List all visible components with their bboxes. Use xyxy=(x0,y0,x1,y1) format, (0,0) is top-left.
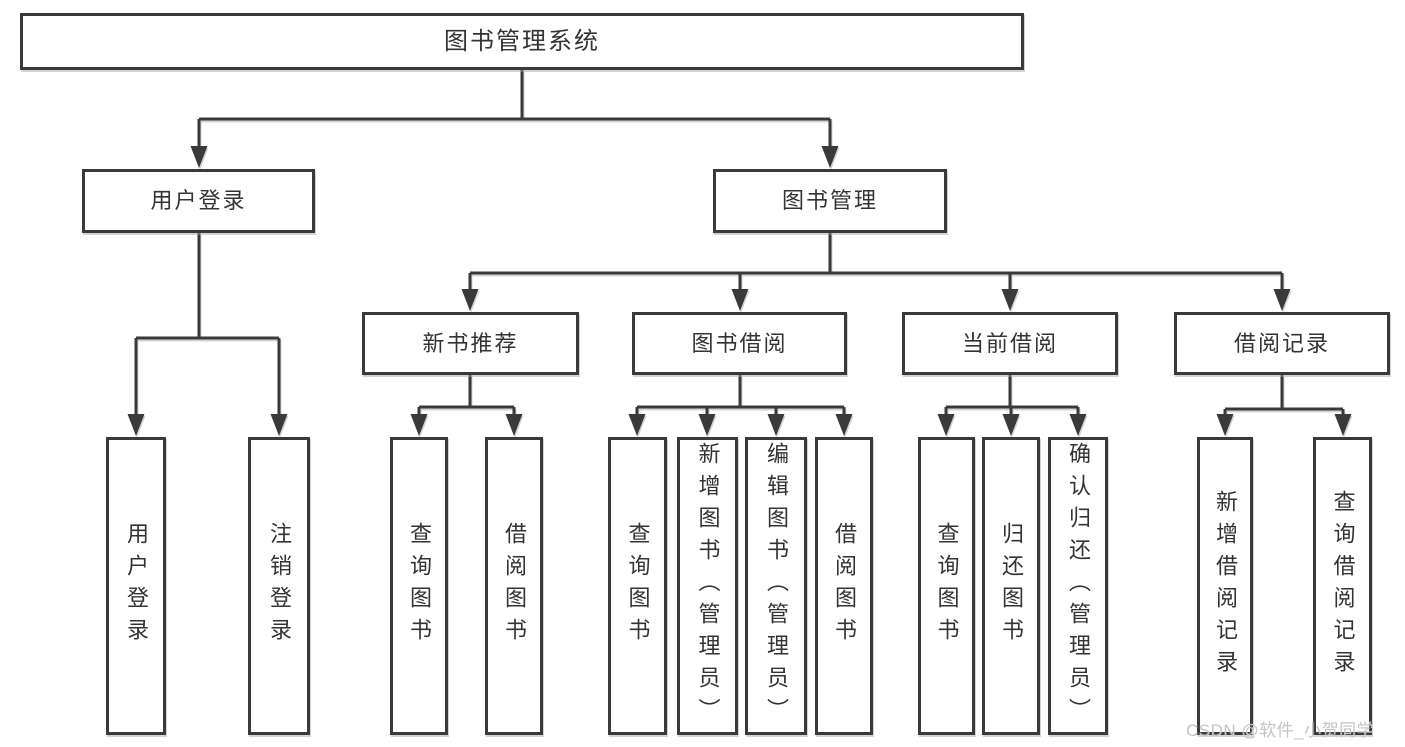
leaf-label: 确认归还（管理员） xyxy=(1066,442,1091,730)
leaf-query-books-1: 查询图书 xyxy=(390,437,448,735)
leaf-confirm-return-admin: 确认归还（管理员） xyxy=(1048,437,1108,735)
node-book-borrowing: 图书借阅 xyxy=(632,312,847,375)
leaf-add-borrow-record: 新增借阅记录 xyxy=(1197,437,1253,735)
leaf-label: 注销登录 xyxy=(267,522,292,650)
leaf-label: 借阅图书 xyxy=(502,522,527,650)
leaf-label: 新增借阅记录 xyxy=(1213,490,1238,682)
leaf-borrow-books-1: 借阅图书 xyxy=(485,437,543,735)
node-borrowing-records: 借阅记录 xyxy=(1174,312,1390,375)
leaf-label: 查询图书 xyxy=(407,522,432,650)
leaf-query-books-3: 查询图书 xyxy=(918,437,975,735)
leaf-borrow-books-2: 借阅图书 xyxy=(815,437,873,735)
leaf-query-borrow-record: 查询借阅记录 xyxy=(1313,437,1372,735)
leaf-label: 归还图书 xyxy=(999,522,1024,650)
leaf-user-login: 用户登录 xyxy=(106,437,166,735)
leaf-return-books: 归还图书 xyxy=(982,437,1040,735)
leaf-label: 新增图书（管理员） xyxy=(695,442,721,730)
leaf-label: 用户登录 xyxy=(124,522,149,650)
leaf-label: 查询借阅记录 xyxy=(1330,490,1356,682)
node-new-book-recommendation: 新书推荐 xyxy=(362,312,579,375)
leaf-label: 查询图书 xyxy=(625,522,651,650)
leaf-query-books-2: 查询图书 xyxy=(608,437,667,735)
arrowheads xyxy=(127,146,1352,436)
csdn-watermark: CSDN @软件_小贺同学 xyxy=(1186,721,1375,740)
leaf-edit-books-admin: 编辑图书（管理员） xyxy=(745,437,807,735)
leaf-logout: 注销登录 xyxy=(248,437,310,735)
node-library-management-system: 图书管理系统 xyxy=(20,13,1024,70)
connector-paths xyxy=(134,70,1345,416)
leaf-label: 借阅图书 xyxy=(832,522,857,650)
node-book-management: 图书管理 xyxy=(713,169,947,233)
leaf-label: 编辑图书（管理员） xyxy=(764,442,789,730)
leaf-label: 查询图书 xyxy=(934,522,960,650)
leaf-add-books-admin: 新增图书（管理员） xyxy=(677,437,738,735)
node-current-borrowing: 当前借阅 xyxy=(902,312,1118,375)
node-user-login: 用户登录 xyxy=(82,169,315,233)
